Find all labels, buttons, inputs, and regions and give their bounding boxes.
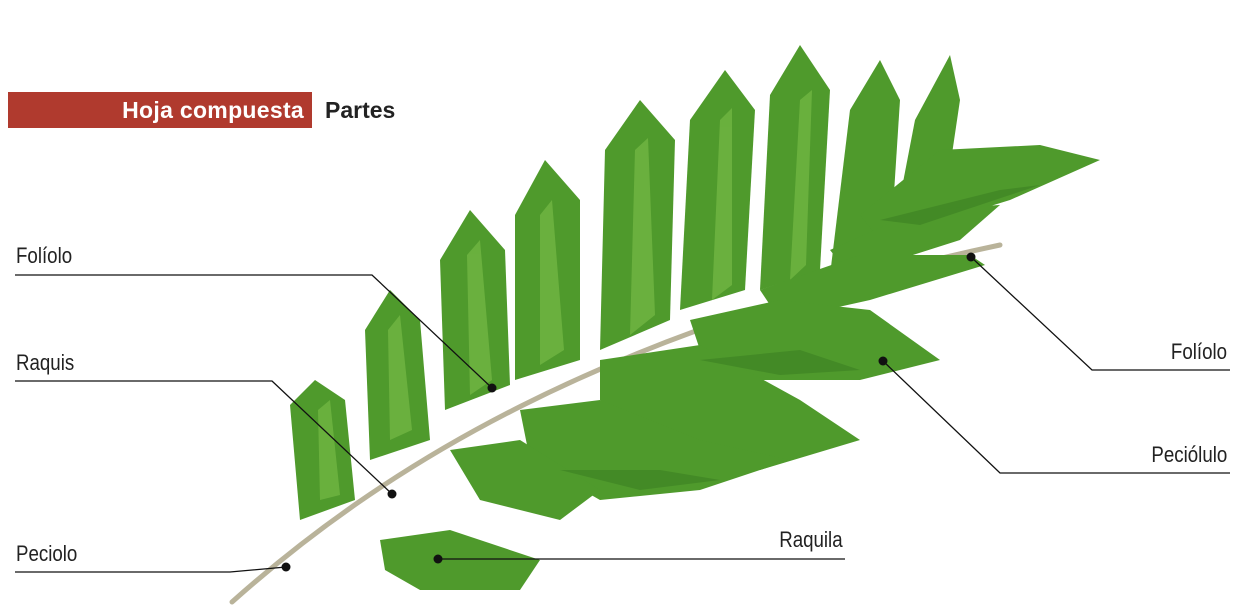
label-raquis: Raquis <box>16 350 74 376</box>
dot-peciolulo <box>879 357 888 366</box>
label-foliolo-left: Folíolo <box>16 243 72 269</box>
dot-foliolo-left <box>488 384 497 393</box>
compound-leaf-illustration <box>232 45 1100 602</box>
dot-raquila <box>434 555 443 564</box>
dot-raquis <box>388 490 397 499</box>
leader-line-peciolo <box>15 567 286 572</box>
dot-foliolo-right <box>967 253 976 262</box>
label-peciolo: Peciolo <box>16 541 77 567</box>
label-foliolo-right: Folíolo <box>1171 339 1227 365</box>
dot-peciolo <box>282 563 291 572</box>
label-peciolulo: Peciólulo <box>1151 442 1227 468</box>
label-raquila: Raquila <box>780 527 843 553</box>
